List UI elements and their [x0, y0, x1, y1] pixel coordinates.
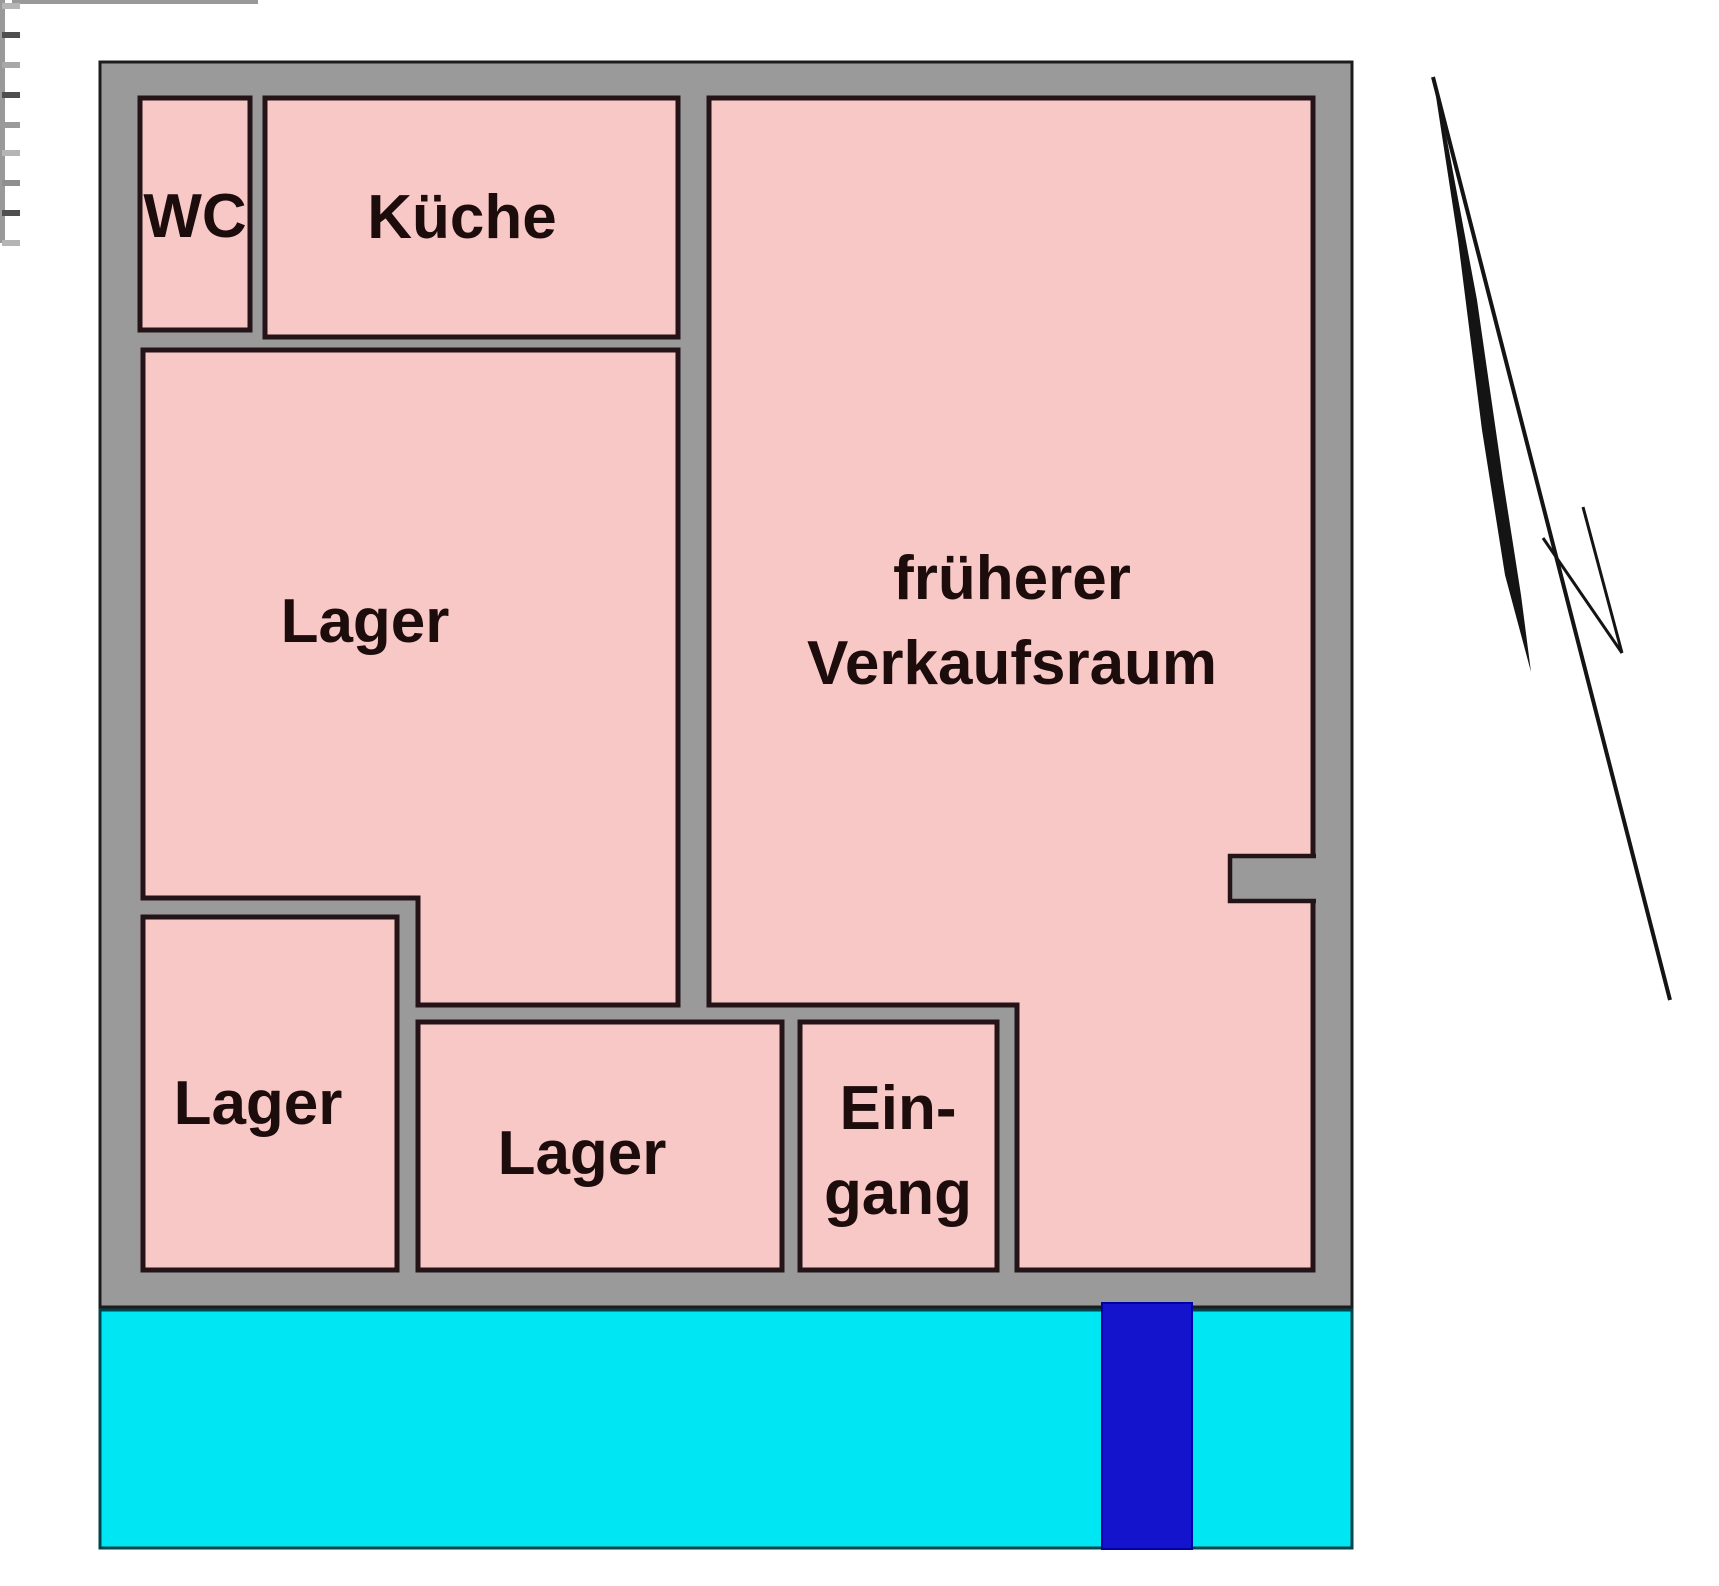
- kueche-label: Küche: [367, 183, 556, 252]
- wall-stub: [1230, 856, 1316, 901]
- lager-mid-label: Lager: [498, 1119, 667, 1188]
- ruler-tick: [2, 62, 20, 68]
- room-wc: [137, 95, 253, 333]
- ruler-line: [0, 0, 5, 243]
- blue-entrance-marker: [1101, 1302, 1193, 1550]
- room-lager-main: [140, 347, 681, 1008]
- ruler-tick: [2, 150, 20, 156]
- room-eingang: [797, 1019, 1000, 1273]
- lager-main-label: Lager: [281, 587, 450, 656]
- north-arrow-barb: [1581, 506, 1624, 654]
- ruler-tick: [2, 122, 20, 128]
- eingang-label-line2: gang: [824, 1159, 972, 1228]
- wc-label: WC: [143, 182, 246, 251]
- ruler: [0, 0, 258, 246]
- room-lager-mid: [415, 1019, 785, 1273]
- lager-small-label: Lager: [174, 1069, 343, 1138]
- verkaufsraum-label-line2: Verkaufsraum: [807, 629, 1217, 698]
- ruler-tick: [2, 210, 20, 216]
- ruler-tick: [2, 180, 20, 186]
- ruler-tick: [2, 3, 20, 9]
- room-kueche: [262, 95, 681, 340]
- ruler-tick: [2, 92, 20, 98]
- north-arrow-barb: [1541, 537, 1624, 654]
- ruler-top-edge: [12, 0, 258, 4]
- north-arrow-needle: [1433, 77, 1531, 672]
- wall-stub-outline: [1227, 853, 1316, 904]
- ruler-tick: [2, 240, 20, 246]
- room-lager-small: [140, 914, 400, 1273]
- ruler-tick: [2, 32, 20, 38]
- north-arrow-icon: [1431, 76, 1672, 1001]
- room-verkaufsraum: [706, 95, 1316, 1273]
- verkaufsraum-label-line1: früherer: [893, 544, 1131, 613]
- north-arrow-shaft: [1431, 76, 1672, 1001]
- eingang-label-line1: Ein-: [839, 1074, 956, 1143]
